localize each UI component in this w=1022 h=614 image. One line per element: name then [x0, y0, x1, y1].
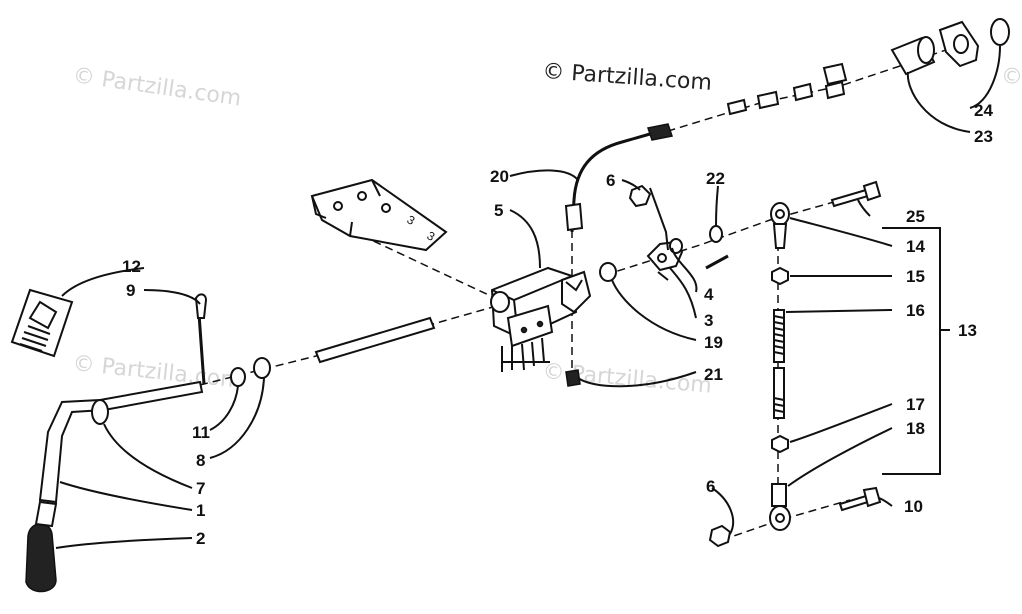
cable-part-20 [564, 123, 673, 233]
callout-23: 23 [974, 127, 993, 146]
callout-21: 21 [704, 365, 723, 384]
leader-lines [55, 45, 1001, 549]
callout-17: 17 [906, 395, 925, 414]
watermark-faint-left: © Partzilla.com [71, 351, 242, 394]
ignition-switch-part-23 [890, 20, 980, 76]
callout-25: 25 [906, 207, 925, 226]
watermark-main: © Partzilla.com [542, 59, 713, 96]
shaft [314, 316, 436, 364]
watermark-faint-topleft: © Partzilla.com [71, 63, 243, 111]
callout-2: 2 [196, 529, 205, 548]
callout-6-upper: 6 [606, 171, 615, 190]
nut-part-24 [990, 18, 1010, 46]
jam-nut-part-15 [771, 266, 789, 286]
threaded-rod-part-16 [773, 309, 785, 419]
watermark-faint-right: © Partzilla.com [999, 63, 1022, 111]
callout-1: 1 [196, 501, 205, 520]
callout-9: 9 [126, 281, 135, 300]
callout-7: 7 [196, 479, 205, 498]
washer-part-11 [230, 367, 246, 387]
callout-5: 5 [494, 201, 503, 220]
throttle-lever-part-1 [38, 293, 208, 504]
bolt-part-25 [830, 180, 882, 208]
nut-part-6-upper [628, 184, 652, 208]
callout-20: 20 [490, 167, 509, 186]
washer-part-22 [709, 225, 723, 243]
pin-part-4 [705, 254, 729, 270]
callout-labels: 12 9 11 8 7 1 2 5 20 6 22 4 3 19 21 25 1… [122, 101, 993, 548]
callout-8: 8 [196, 451, 205, 470]
switch-placard-part-12 [10, 288, 74, 358]
arm-part-3 [646, 238, 684, 281]
callout-24: 24 [974, 101, 993, 120]
nut-part-6-lower [708, 524, 732, 548]
housing-part-5 [490, 266, 592, 372]
callout-4: 4 [704, 285, 714, 304]
washer-part-8 [253, 357, 271, 379]
callout-14: 14 [906, 237, 925, 256]
mounting-bracket: 3 3 [310, 178, 448, 252]
callout-12: 12 [122, 257, 141, 276]
spacer-part-19 [599, 262, 617, 282]
callout-19: 19 [704, 333, 723, 352]
assembly-line-lower [721, 499, 851, 541]
callout-6-lower: 6 [706, 477, 715, 496]
rod-end-part-14 [770, 202, 790, 249]
callout-22: 22 [706, 169, 725, 188]
callout-15: 15 [906, 267, 925, 286]
bolt-part-10 [838, 486, 882, 512]
callout-11: 11 [192, 423, 210, 442]
rod-end-part-18 [769, 483, 791, 531]
jam-nut-part-17 [771, 434, 789, 454]
callout-18: 18 [906, 419, 925, 438]
connector-chain [726, 62, 848, 116]
connector-part-21 [565, 369, 581, 387]
callout-10: 10 [904, 497, 923, 516]
grip-part-2 [25, 500, 58, 593]
assembly-line-link [604, 195, 856, 276]
callout-3: 3 [704, 311, 713, 330]
callout-16: 16 [906, 301, 925, 320]
group-bracket-13 [882, 227, 941, 475]
callout-13: 13 [958, 321, 977, 340]
